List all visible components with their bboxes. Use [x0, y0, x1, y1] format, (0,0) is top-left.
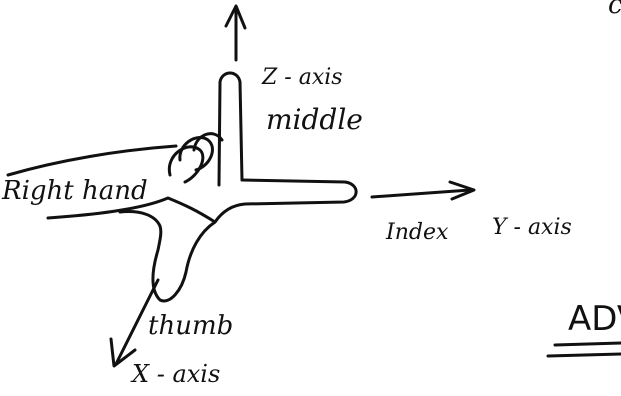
middle-finger-outline — [219, 73, 242, 185]
z-axis-label: Z - axis — [262, 67, 343, 89]
curled-finger-1 — [169, 147, 203, 182]
adv-heading-fragment: ADV — [568, 302, 621, 336]
middle-finger-label: middle — [266, 106, 363, 134]
thumb-outline — [120, 212, 215, 301]
thumb-label: thumb — [148, 313, 233, 339]
x-axis-label: X - axis — [132, 362, 220, 386]
right-hand-label: Right hand — [2, 178, 148, 204]
index-finger-outline — [215, 180, 356, 222]
corner-mark-fragment: c — [608, 0, 621, 18]
adv-underline-1 — [555, 343, 621, 345]
index-finger-label: Index — [386, 222, 448, 244]
adv-underline-2 — [548, 354, 621, 356]
y-axis-label: Y - axis — [492, 217, 572, 239]
y-axis-arrow — [372, 190, 470, 197]
hand-back-line — [8, 146, 176, 175]
